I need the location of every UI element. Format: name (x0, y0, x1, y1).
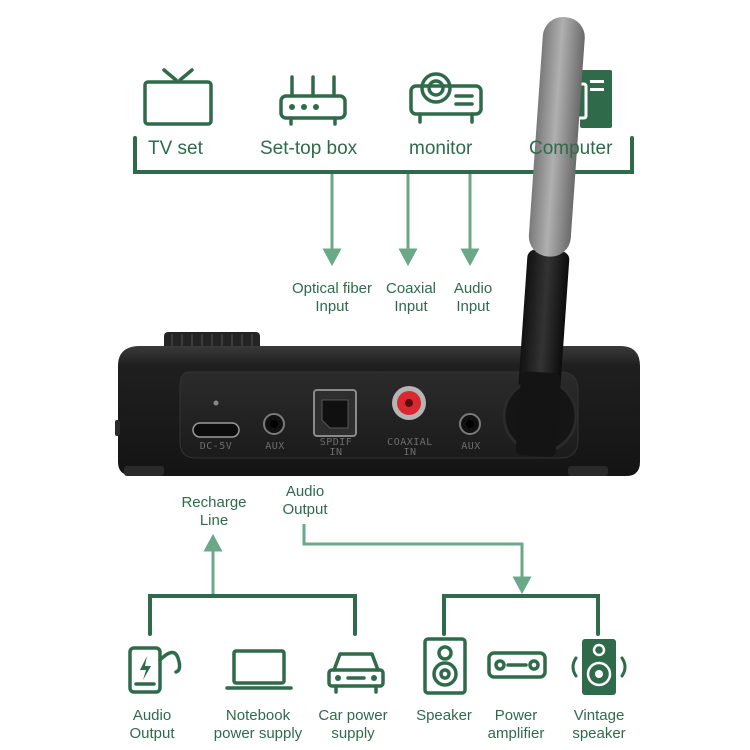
notebook-power-label: Notebook power supply (213, 707, 303, 742)
power-bank-icon (128, 646, 182, 694)
car-icon (327, 652, 385, 694)
coaxial-port-label: COAXIAL IN (387, 437, 433, 458)
set-top-box-label: Set-top box (260, 138, 358, 159)
vintage-speaker-icon (571, 639, 627, 695)
power-amplifier-label: Power amplifier (487, 707, 545, 742)
tv-icon (143, 68, 213, 126)
coaxial-input-label: Coaxial Input (385, 280, 437, 315)
speaker-label: Speaker (416, 707, 472, 724)
aux-port-label-1: AUX (265, 441, 285, 452)
set-top-box-icon (279, 75, 347, 126)
bluetooth-transmitter-device (115, 17, 640, 476)
vintage-speaker-label: Vintage speaker (572, 707, 626, 742)
audio-input-label: Audio Input (453, 280, 493, 315)
power-amplifier-icon (487, 651, 547, 679)
computer-label: Computer (529, 138, 613, 159)
monitor-label: monitor (409, 138, 473, 159)
dc-port-label: DC-5V (199, 441, 233, 452)
audio-output-bottom-label: Audio Output (129, 707, 175, 742)
laptop-icon (225, 649, 293, 690)
source-bracket (133, 136, 634, 267)
car-power-label: Car power supply (318, 707, 388, 742)
spdif-port-label: SPDIF IN (319, 437, 353, 458)
audio-output-top-label: Audio Output (282, 483, 328, 518)
speaker-icon (423, 637, 467, 695)
recharge-line-label: Recharge Line (181, 494, 247, 529)
tv-set-label: TV set (148, 138, 203, 159)
optical-input-label: Optical fiber Input (291, 280, 373, 315)
projector-icon (409, 72, 483, 124)
aux-port-label-2: AUX (461, 441, 481, 452)
